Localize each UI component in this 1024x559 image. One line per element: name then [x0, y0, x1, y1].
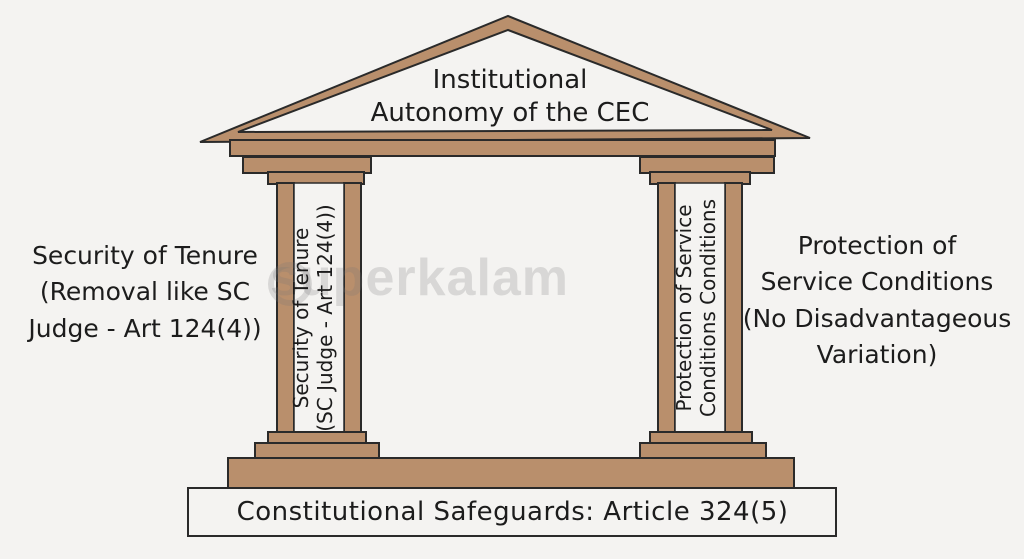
left-pillar-text-line2: (SC Judge - Art 124(4)): [313, 204, 337, 432]
base: [187, 457, 837, 537]
base-label: Constitutional Safeguards: Article 324(5…: [236, 497, 789, 527]
right-pillar: [639, 156, 775, 460]
watermark: superkalam: [270, 249, 570, 307]
roof: [199, 14, 811, 157]
roof-title-line1: Institutional: [432, 65, 588, 95]
left-side-label-line2: (Removal like SC: [39, 277, 251, 307]
right-side-label-line4: Variation): [816, 339, 938, 369]
left-side-label-line3: Judge - Art 124(4)): [28, 313, 262, 343]
right-side-label: Protection of Service Conditions (No Dis…: [742, 228, 1012, 373]
roof-title-line2: Autonomy of the CEC: [370, 97, 650, 128]
left-pillar-text: Security of Tenure (SC Judge - Art 124(4…: [289, 198, 345, 438]
roof-title: Institutional Autonomy of the CEC: [350, 64, 670, 129]
left-side-label: Security of Tenure (Removal like SC Judg…: [10, 238, 280, 347]
left-pillar: [242, 156, 380, 460]
watermark-logo-icon: [268, 262, 312, 306]
right-side-label-line2: Service Conditions: [760, 267, 994, 297]
left-pillar-text-line1: Security of Tenure: [289, 227, 313, 409]
right-side-label-line3: (No Disadvantageous: [742, 303, 1012, 333]
right-pillar-text-line2: Conditions Conditions: [696, 198, 720, 418]
right-pillar-text-line1: Protection of Service: [672, 204, 696, 412]
left-side-label-line1: Security of Tenure: [32, 241, 258, 270]
right-pillar-text: Protection of Service Conditions Conditi…: [672, 188, 728, 428]
right-side-label-line1: Protection of: [797, 231, 957, 260]
